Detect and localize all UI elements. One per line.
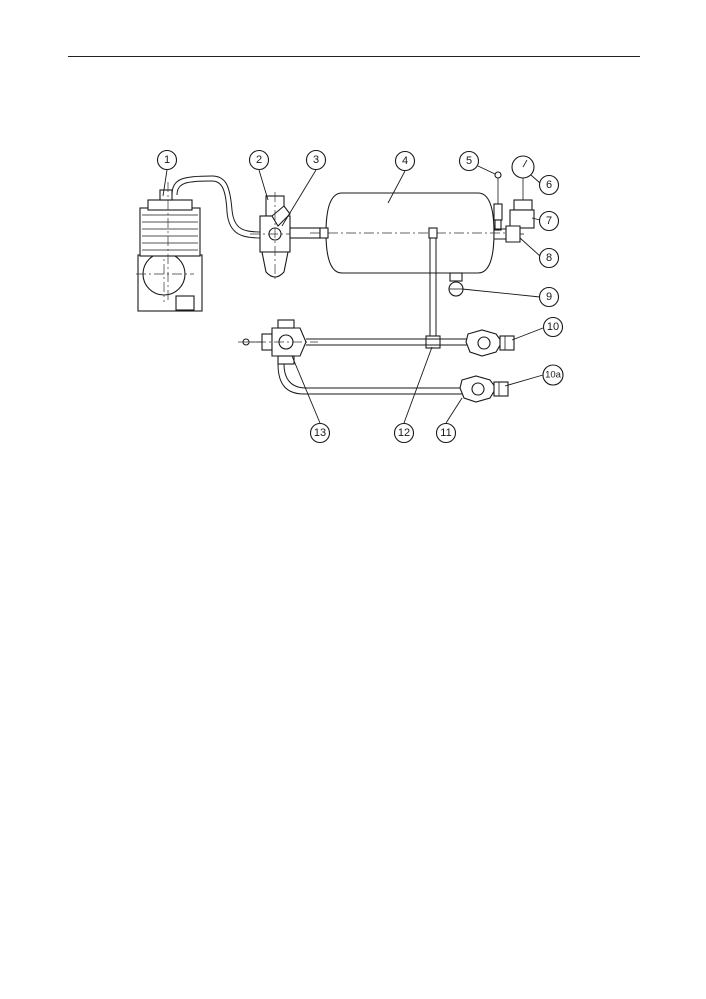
- callout-5: 5: [458, 150, 480, 172]
- coupling-head-supply: [465, 329, 515, 357]
- pipe-compressor-to-regulator: [171, 175, 263, 239]
- callout-6-label: 6: [546, 179, 552, 191]
- callout-2: 2: [248, 149, 270, 171]
- drain-valve: [448, 281, 464, 297]
- pressure-switch: [493, 171, 503, 231]
- tee-fitting: [494, 225, 524, 243]
- callout-4: 4: [394, 150, 416, 172]
- callout-3: 3: [305, 149, 327, 171]
- leader-lines: [162, 165, 544, 424]
- callout-6: 6: [538, 174, 560, 196]
- pressure-gauge: [511, 155, 535, 200]
- callout-11: 11: [435, 422, 457, 444]
- callout-12-label: 12: [398, 427, 410, 439]
- callout-4-label: 4: [402, 155, 408, 167]
- callout-2-label: 2: [256, 154, 262, 166]
- callout-11-label: 11: [440, 427, 451, 439]
- compressor: [136, 182, 203, 312]
- callout-3-label: 3: [313, 154, 319, 166]
- pipe-reservoir-to-tee: [429, 238, 437, 338]
- callout-1-label: 1: [164, 154, 170, 166]
- callout-10-label: 10: [547, 321, 559, 333]
- callout-10a: 10a: [542, 364, 564, 386]
- tee-junction: [425, 335, 441, 349]
- header-rule: [68, 56, 640, 57]
- pressure-regulator: [250, 192, 321, 282]
- unloader-valve: [509, 199, 535, 229]
- callout-13-label: 13: [314, 427, 326, 439]
- callout-9-label: 9: [546, 291, 552, 303]
- callout-8: 8: [538, 247, 560, 269]
- callout-13: 13: [309, 422, 331, 444]
- callout-10a-label: 10a: [545, 370, 562, 381]
- callout-8-label: 8: [546, 252, 552, 264]
- callout-5-label: 5: [466, 155, 472, 167]
- air-reservoir: [310, 192, 512, 282]
- control-line: [277, 363, 464, 395]
- trailer-control-valve: [238, 319, 318, 365]
- callout-12: 12: [393, 422, 415, 444]
- supply-line: [306, 338, 470, 346]
- callout-10: 10: [542, 316, 564, 338]
- callout-1: 1: [156, 149, 178, 171]
- callout-9: 9: [538, 286, 560, 308]
- coupling-head-control: [459, 375, 509, 403]
- callout-7-label: 7: [546, 215, 552, 227]
- callout-7: 7: [538, 210, 560, 232]
